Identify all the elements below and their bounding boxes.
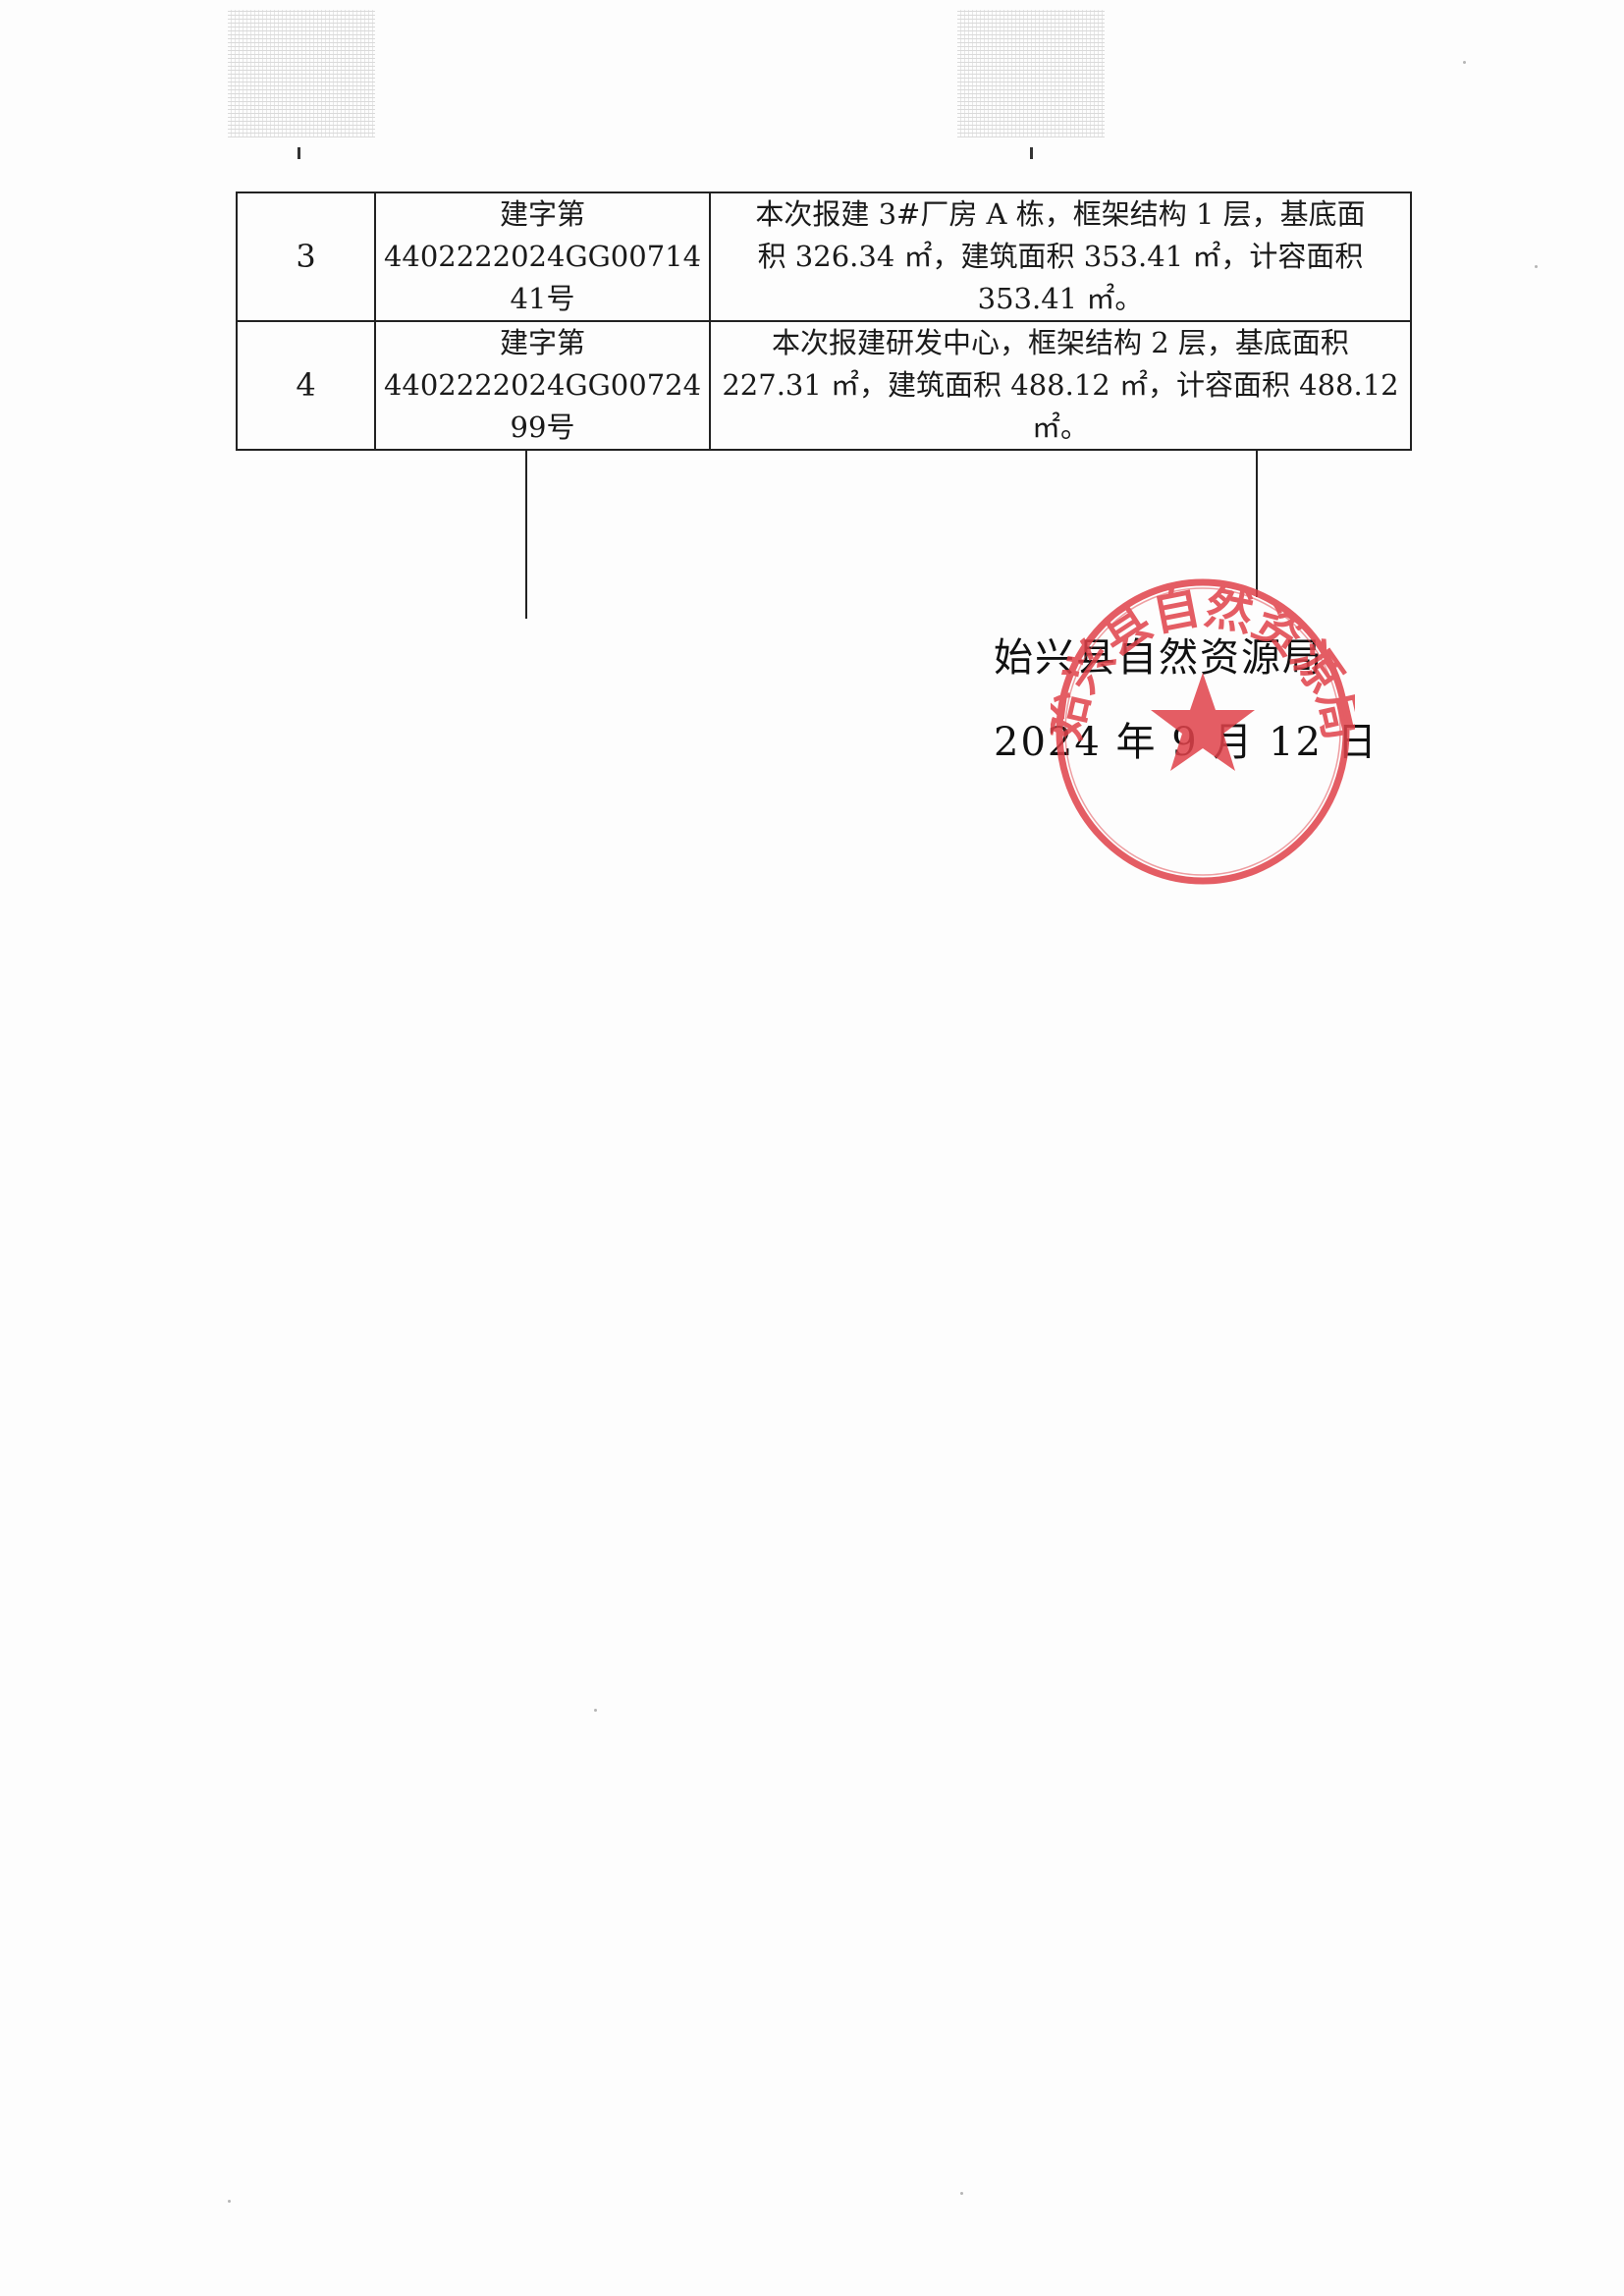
permit-line: 4402222024GG00714 — [383, 240, 702, 273]
permit-table: 3 建字第 4402222024GG00714 41号 本次报建 3#厂房 A … — [236, 191, 1412, 451]
row-number: 4 — [236, 320, 376, 451]
permit-line: 建字第 — [499, 197, 585, 231]
margin-line-left — [525, 450, 527, 619]
scan-speck — [594, 1709, 597, 1712]
description-line: 227.31 ㎡，建筑面积 488.12 ㎡，计容面积 488.12 — [722, 368, 1399, 402]
table-row: 4 建字第 4402222024GG00724 99号 本次报建研发中心，框架结… — [236, 320, 1412, 451]
project-description: 本次报建研发中心，框架结构 2 层，基底面积 227.31 ㎡，建筑面积 488… — [709, 320, 1412, 451]
scan-speck — [1463, 61, 1466, 64]
project-description: 本次报建 3#厂房 A 栋，框架结构 1 层，基底面 积 326.34 ㎡，建筑… — [709, 191, 1412, 322]
scan-tick-left — [298, 147, 300, 159]
permit-line: 41号 — [510, 282, 575, 315]
description-line: 本次报建研发中心，框架结构 2 层，基底面积 — [772, 326, 1349, 359]
description-line: ㎡。 — [1031, 410, 1089, 444]
permit-line: 建字第 — [499, 326, 585, 359]
row-number: 3 — [236, 191, 376, 322]
scan-speck — [1535, 265, 1538, 268]
permit-number: 建字第 4402222024GG00714 41号 — [374, 191, 711, 322]
description-line: 本次报建 3#厂房 A 栋，框架结构 1 层，基底面 — [755, 197, 1366, 231]
description-line: 353.41 ㎡。 — [977, 282, 1144, 315]
scan-speck — [960, 2192, 963, 2195]
scan-speck — [228, 2200, 231, 2203]
star-icon — [1151, 673, 1255, 771]
scan-noise-right — [957, 10, 1105, 137]
scan-tick-right — [1030, 147, 1033, 159]
description-line: 积 326.34 ㎡，建筑面积 353.41 ㎡，计容面积 — [757, 240, 1364, 273]
official-seal: 始兴县自然资源局 — [1051, 578, 1355, 885]
table-row: 3 建字第 4402222024GG00714 41号 本次报建 3#厂房 A … — [236, 191, 1412, 322]
issuing-organization: 始兴县自然资源局 — [994, 635, 1324, 681]
permit-number: 建字第 4402222024GG00724 99号 — [374, 320, 711, 451]
permit-line: 99号 — [510, 410, 575, 444]
scan-noise-left — [228, 10, 375, 137]
permit-line: 4402222024GG00724 — [383, 368, 702, 402]
margin-line-right — [1256, 450, 1258, 597]
